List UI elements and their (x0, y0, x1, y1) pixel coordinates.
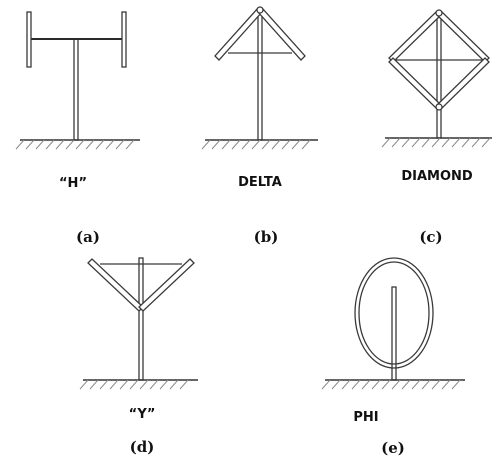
diamond-rotor-drawing (388, 9, 490, 139)
y-rotor-drawing (87, 257, 195, 381)
y-rotor-left-blade (87, 258, 144, 312)
ground-hatch (201, 139, 311, 150)
h-rotor-right-blade (121, 11, 127, 68)
delta-rotor-tower (257, 9, 263, 141)
diamond-rotor-label: DIAMOND (401, 169, 473, 184)
phi-rotor-label: PHI (353, 410, 378, 425)
phi-rotor-tower (391, 286, 397, 381)
diamond-rotor-upper-right-blade (436, 10, 490, 63)
y-rotor-right-blade (138, 258, 195, 312)
panel-h-rotor: “H” (a) (15, 11, 140, 246)
diamond-rotor-lower-left-blade (388, 57, 442, 110)
panel-delta-rotor: DELTA (b) (201, 6, 318, 246)
y-rotor-tower (138, 257, 144, 381)
panel-d-letter: (d) (130, 438, 155, 456)
phi-rotor-ground (321, 379, 465, 390)
ground-hatch (321, 379, 461, 390)
panel-diamond-rotor: DIAMOND (c) (381, 9, 492, 246)
diamond-rotor-ground (381, 137, 492, 148)
h-rotor-label: “H” (59, 176, 87, 191)
phi-rotor-outer-blade (354, 257, 434, 369)
panel-y-rotor: “Y” (d) (79, 257, 198, 456)
diamond-rotor-top-node (435, 9, 443, 17)
delta-rotor-label: DELTA (238, 175, 282, 190)
delta-rotor-apex-node (256, 6, 264, 14)
panel-c-letter: (c) (419, 228, 442, 246)
panel-b-letter: (b) (254, 228, 279, 246)
y-rotor-label: “Y” (129, 407, 156, 422)
diamond-rotor-upper-left-blade (388, 10, 442, 63)
phi-rotor-inner-blade (358, 261, 430, 365)
diamond-rotor-tower (436, 12, 442, 139)
h-rotor-drawing (26, 11, 127, 141)
h-rotor-left-blade (26, 11, 32, 68)
phi-rotor-drawing (354, 257, 434, 381)
ground-hatch (381, 137, 491, 148)
panel-e-letter: (e) (381, 439, 405, 457)
ground-hatch (79, 379, 189, 390)
delta-rotor-right-blade (257, 7, 306, 61)
h-rotor-ground (15, 139, 140, 150)
ground-hatch (15, 139, 135, 150)
delta-rotor-ground (201, 139, 318, 150)
diamond-rotor-lower-right-blade (436, 57, 490, 110)
delta-rotor-left-blade (214, 7, 263, 61)
diamond-rotor-bottom-node (435, 103, 443, 111)
panel-phi-rotor: PHI (e) (321, 257, 465, 457)
y-rotor-ground (79, 379, 198, 390)
delta-rotor-drawing (214, 6, 306, 141)
panel-a-letter: (a) (76, 228, 100, 246)
h-rotor-tower (73, 38, 79, 141)
